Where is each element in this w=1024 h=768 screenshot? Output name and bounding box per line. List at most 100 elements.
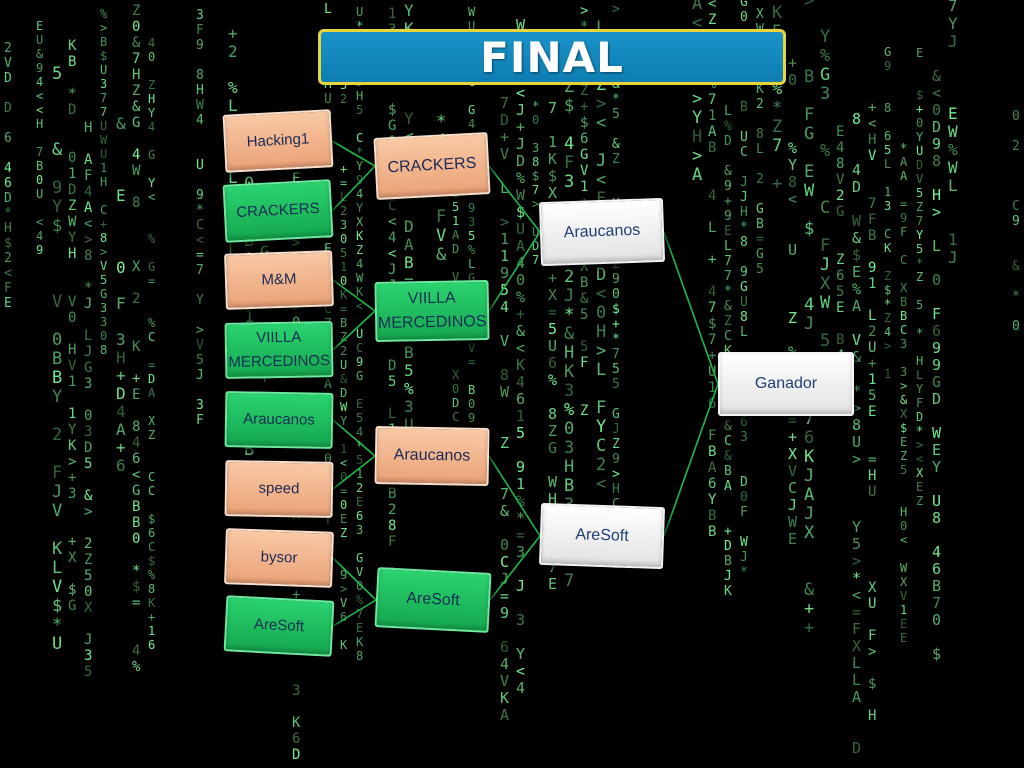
svg-text:H: H (740, 205, 748, 220)
svg-text:B: B (244, 440, 254, 460)
svg-text:7: 7 (804, 409, 814, 429)
svg-text:Z: Z (916, 270, 923, 284)
svg-text:C: C (500, 553, 509, 571)
svg-text:4: 4 (148, 36, 155, 50)
svg-text:5: 5 (548, 320, 557, 338)
svg-text:6: 6 (148, 638, 155, 652)
svg-text:Y: Y (820, 27, 830, 47)
svg-text:6: 6 (340, 610, 347, 624)
svg-text:*: * (436, 112, 446, 132)
svg-text:E: E (900, 631, 907, 645)
svg-text:3: 3 (516, 611, 525, 629)
svg-text:4: 4 (356, 187, 363, 201)
svg-text:C: C (452, 410, 459, 424)
svg-text:7: 7 (548, 99, 557, 117)
svg-text:0: 0 (932, 611, 941, 629)
svg-text:K: K (356, 285, 364, 299)
svg-text:K: K (756, 82, 764, 97)
svg-text:9: 9 (356, 355, 363, 369)
svg-text:3: 3 (196, 8, 204, 23)
svg-text:0: 0 (916, 116, 923, 130)
svg-text:G: G (932, 373, 941, 391)
svg-text:H: H (356, 89, 363, 103)
svg-text:>: > (868, 644, 876, 660)
svg-text:<: < (148, 190, 155, 204)
svg-text:X: X (788, 445, 797, 463)
svg-text:W: W (340, 400, 348, 414)
svg-text:*: * (356, 19, 363, 33)
svg-text:7: 7 (932, 594, 941, 612)
svg-text:E: E (868, 404, 876, 420)
svg-text:<: < (36, 103, 43, 117)
svg-text:Y: Y (340, 414, 348, 428)
svg-text:0: 0 (324, 452, 332, 467)
svg-text:3: 3 (340, 218, 347, 232)
svg-text:4: 4 (516, 373, 525, 391)
svg-text:W: W (948, 158, 958, 177)
svg-text:3: 3 (516, 543, 525, 561)
svg-text:2: 2 (356, 481, 363, 495)
semifinal-box-crackers: CRACKERS (373, 132, 491, 200)
svg-text:G: G (836, 204, 844, 220)
svg-text:U: U (548, 337, 557, 355)
svg-text:V: V (436, 226, 446, 246)
svg-text:<: < (132, 467, 140, 483)
svg-text:7: 7 (612, 347, 620, 362)
svg-text:W: W (820, 293, 831, 313)
svg-text:4: 4 (564, 134, 574, 154)
svg-text:G: G (468, 271, 475, 285)
svg-text:6: 6 (740, 415, 748, 430)
svg-text:>: > (692, 146, 702, 166)
svg-text:D: D (4, 191, 12, 206)
svg-text:W: W (948, 122, 958, 141)
svg-text:U: U (324, 92, 332, 107)
svg-text:X: X (452, 368, 460, 382)
svg-text:8: 8 (132, 419, 140, 435)
svg-text:0: 0 (1012, 319, 1020, 334)
svg-text:*: * (532, 99, 539, 113)
svg-text:H: H (548, 490, 557, 508)
svg-text:5: 5 (868, 388, 876, 404)
matrix-column: U*5W2DH5C*Y94YXKZ4WK<UC9GE54*512E63GV0%7… (356, 5, 364, 663)
svg-text:2: 2 (612, 257, 620, 272)
svg-text:D: D (116, 384, 126, 403)
svg-text:B: B (932, 577, 941, 595)
svg-text:9: 9 (868, 260, 876, 276)
svg-text:6: 6 (116, 456, 126, 475)
connector-r1-viilla-to-r2-viilla (332, 310, 376, 351)
title-banner: FINAL (318, 29, 786, 85)
svg-text:*: * (740, 220, 748, 235)
svg-text:V: V (916, 172, 923, 186)
svg-text:Z: Z (772, 117, 782, 137)
svg-text:7: 7 (916, 214, 923, 228)
svg-text:D: D (916, 158, 923, 172)
svg-text:Z: Z (612, 152, 620, 167)
svg-text:K: K (356, 229, 364, 243)
svg-text:=: = (788, 411, 797, 429)
svg-text:Z: Z (132, 3, 140, 19)
svg-text:0: 0 (468, 397, 475, 411)
svg-text:4: 4 (36, 229, 43, 243)
svg-text:<: < (516, 662, 525, 680)
connector-r2-crackers-to-r3-araucanos (488, 165, 541, 233)
svg-text:F: F (916, 396, 923, 410)
svg-text:4: 4 (388, 230, 396, 246)
svg-text:U: U (468, 19, 475, 33)
svg-text:$: $ (68, 582, 76, 598)
svg-text:A: A (708, 460, 717, 476)
svg-text:U: U (196, 158, 204, 173)
svg-text:W: W (500, 383, 510, 401)
svg-text:H: H (916, 354, 923, 368)
svg-text:8: 8 (148, 582, 155, 596)
svg-text:*: * (900, 141, 907, 155)
svg-text:9: 9 (724, 179, 732, 194)
svg-text:>: > (692, 89, 702, 109)
svg-text:G: G (740, 280, 748, 295)
svg-text:X: X (900, 575, 908, 589)
svg-text:C: C (196, 218, 204, 233)
svg-text:K: K (548, 150, 557, 168)
